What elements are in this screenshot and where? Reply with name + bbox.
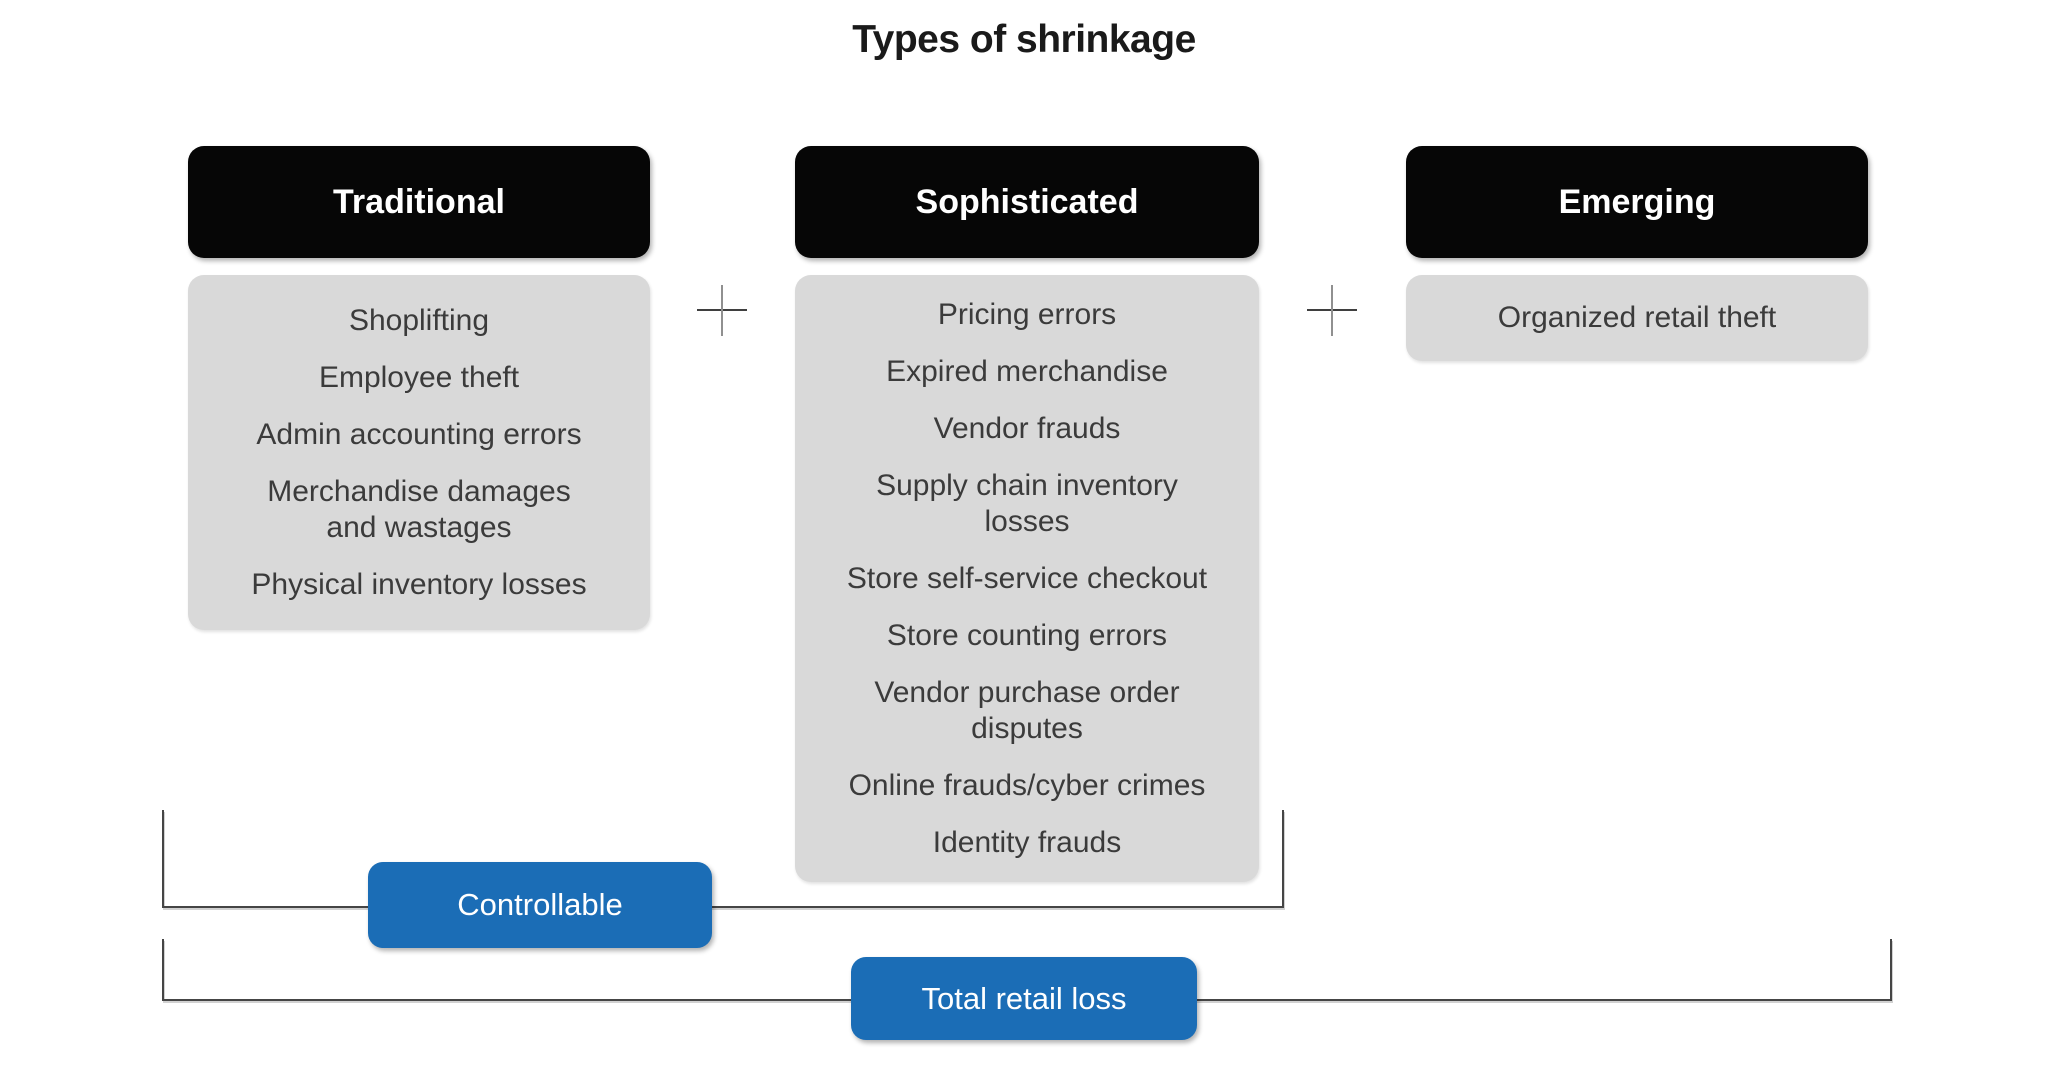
column-item: Organized retail theft (1497, 301, 1777, 334)
column-item: Shoplifting (348, 303, 490, 337)
column-item: Supply chain inventory losses (876, 468, 1178, 538)
plus-vertical-line (721, 285, 723, 336)
column-item: Employee theft (318, 360, 520, 394)
column-body-emerging: Organized retail theft (1406, 275, 1868, 361)
column-item: Vendor purchase order disputes (874, 675, 1180, 745)
controllable-bracket (162, 810, 1284, 908)
column-item: Vendor frauds (933, 411, 1121, 445)
plus-icon (697, 285, 747, 336)
column-header-emerging: Emerging (1406, 146, 1868, 258)
column-item: Pricing errors (937, 297, 1117, 331)
page-title: Types of shrinkage (852, 18, 1196, 61)
column-header-sophisticated: Sophisticated (795, 146, 1259, 258)
plus-vertical-line (1331, 285, 1333, 336)
column-item: Admin accounting errors (256, 417, 582, 451)
column-item: Online frauds/cyber crimes (848, 768, 1206, 802)
total-retail-loss-button: Total retail loss (851, 957, 1197, 1040)
column-item: Identity frauds (932, 825, 1122, 859)
plus-icon (1307, 285, 1357, 336)
controllable-button: Controllable (368, 862, 712, 948)
column-item: Expired merchandise (886, 354, 1168, 388)
column-item: Store self-service checkout (846, 561, 1208, 595)
column-header-traditional: Traditional (188, 146, 650, 258)
column-item: Physical inventory losses (251, 567, 587, 601)
column-item: Merchandise damages and wastages (267, 474, 571, 544)
column-item: Store counting errors (886, 618, 1168, 652)
